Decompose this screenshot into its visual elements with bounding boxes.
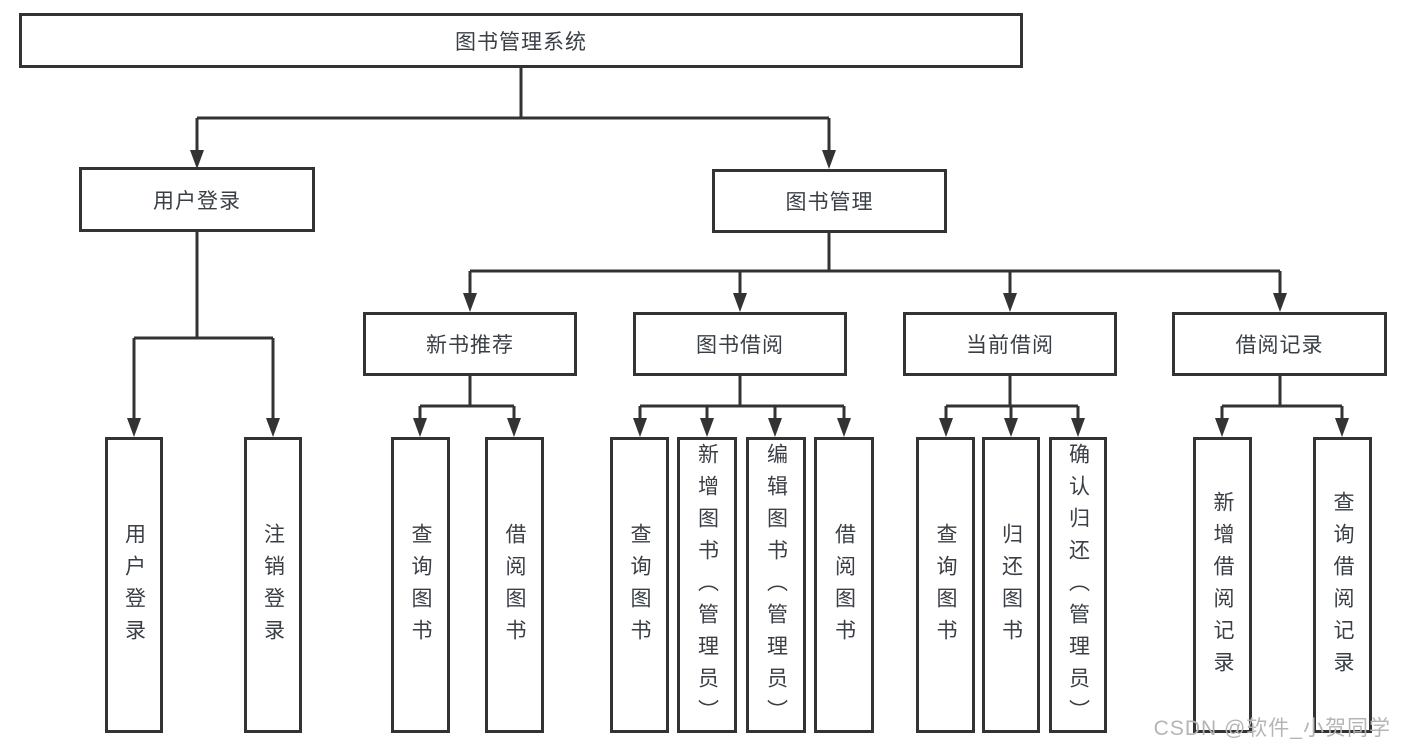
leaf-borrow-books-borrowing: 借阅图书 [814,437,874,733]
leaf-borrow-books-recommend: 借阅图书 [485,437,544,733]
node-user-login: 用户登录 [79,167,315,232]
csdn-watermark: CSDN @软件_小贺同学 [1153,717,1391,740]
leaf-query-books-current: 查询图书 [916,437,975,733]
node-borrowing-records: 借阅记录 [1172,312,1387,376]
leaf-query-books-borrowing: 查询图书 [610,437,669,733]
leaf-add-book-admin: 新增图书（管理员） [677,437,737,733]
node-new-book-recommendation: 新书推荐 [363,312,577,376]
leaf-user-login: 用户登录 [105,437,163,733]
node-book-management: 图书管理 [712,169,947,233]
leaf-return-book: 归还图书 [982,437,1040,733]
leaf-logout: 注销登录 [244,437,302,733]
leaf-query-books-recommend: 查询图书 [391,437,450,733]
node-current-borrowing: 当前借阅 [903,312,1117,376]
node-book-borrowing: 图书借阅 [633,312,847,376]
leaf-add-borrow-record: 新增借阅记录 [1193,437,1252,733]
leaf-edit-book-admin: 编辑图书（管理员） [746,437,806,733]
leaf-confirm-return-admin: 确认归还（管理员） [1049,437,1107,733]
node-library-management-system: 图书管理系统 [19,13,1023,68]
leaf-query-borrow-record: 查询借阅记录 [1313,437,1372,733]
